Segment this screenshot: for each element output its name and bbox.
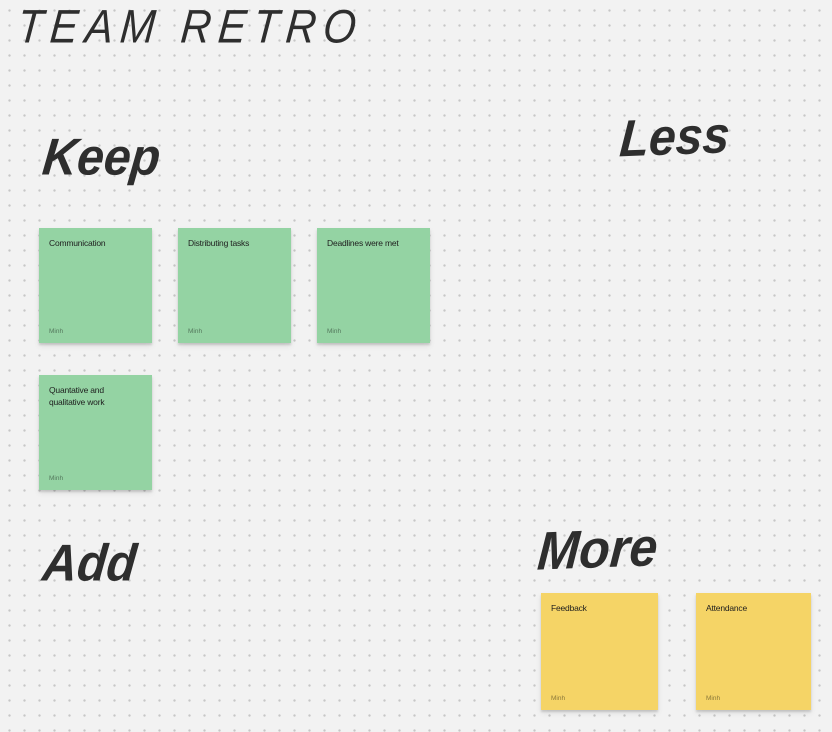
sticky-note-feedback[interactable]: Feedback Minh [541,593,658,710]
section-label-more[interactable]: More [535,516,660,582]
section-label-less[interactable]: Less [617,106,732,169]
sticky-author: Minh [327,328,342,335]
sticky-author: Minh [706,695,721,702]
sticky-author: Minh [188,328,203,335]
sticky-author: Minh [551,695,566,702]
sticky-author: Minh [49,475,64,482]
sticky-text: Quantative and qualitative work [49,385,105,407]
sticky-text: Distributing tasks [188,238,250,248]
sticky-text: Attendance [706,603,748,613]
sticky-author: Minh [49,328,64,335]
sticky-note-communication[interactable]: Communication Minh [39,228,152,343]
section-label-add[interactable]: Add [39,535,140,593]
board-title[interactable]: TEAM RETRO [15,0,366,53]
sticky-note-distributing-tasks[interactable]: Distributing tasks Minh [178,228,291,343]
section-label-keep[interactable]: Keep [39,129,164,187]
sticky-note-attendance[interactable]: Attendance Minh [696,593,811,710]
sticky-text: Deadlines were met [327,238,399,248]
sticky-text: Communication [49,238,106,248]
sticky-text: Feedback [551,603,587,613]
sticky-note-quantative-qualitative-work[interactable]: Quantative and qualitative work Minh [39,375,152,490]
sticky-note-deadlines-were-met[interactable]: Deadlines were met Minh [317,228,430,343]
